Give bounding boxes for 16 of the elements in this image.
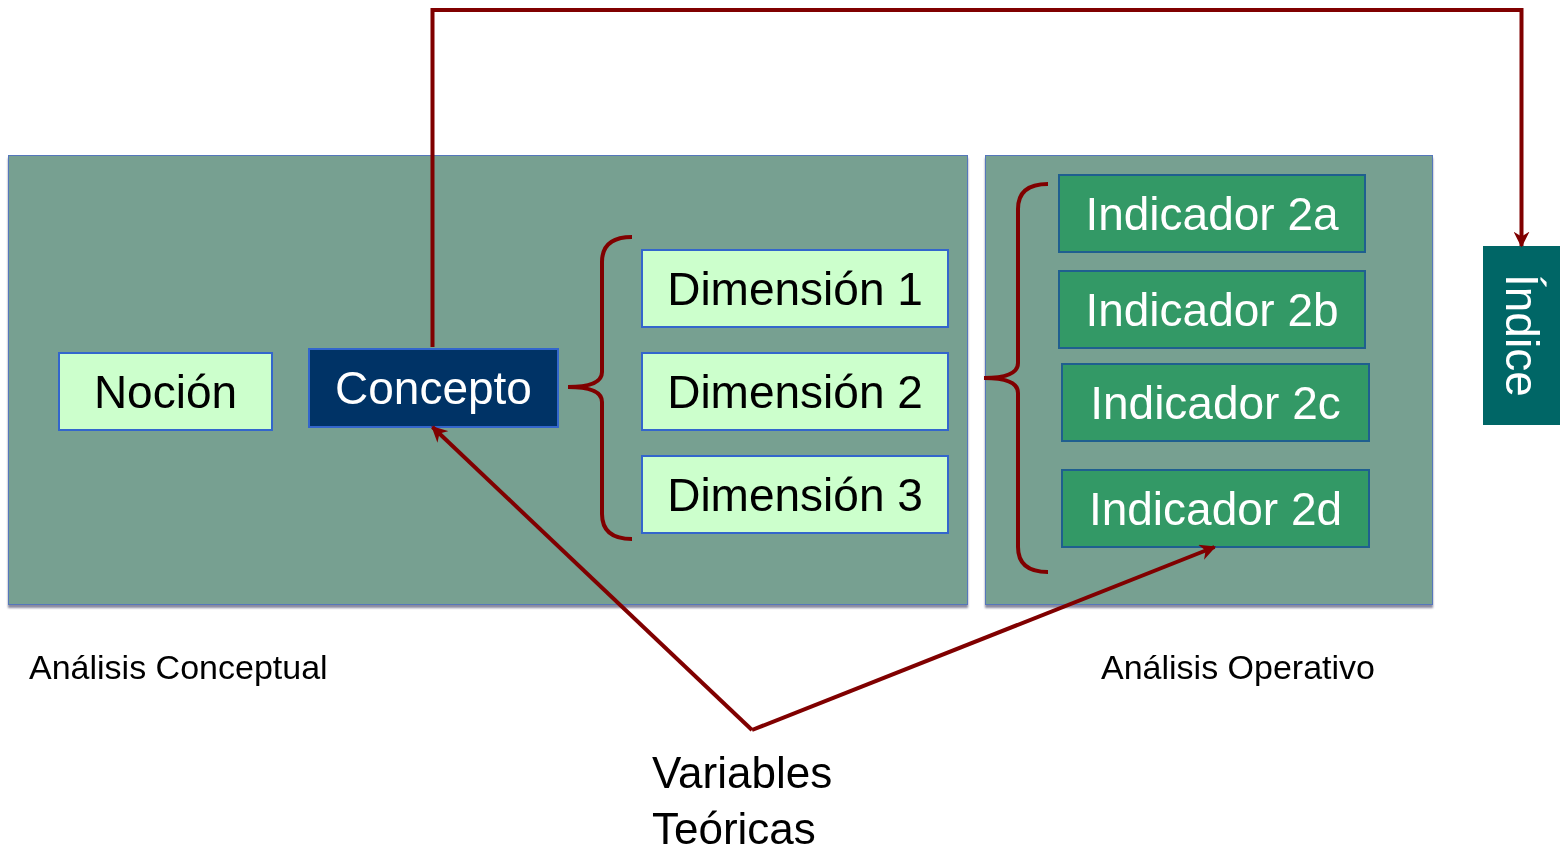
term-box: Noción (58, 352, 273, 431)
dimension-box: Dimensión 3 (641, 455, 949, 534)
indicator-box: Indicador 2d (1061, 469, 1370, 548)
panel-heading: Análisis Conceptual (29, 648, 328, 687)
indicator-box: Indicador 2a (1058, 174, 1366, 253)
text-label: Variables Teóricas (652, 745, 882, 850)
index-box: Índice (1483, 246, 1560, 425)
indicator-box: Indicador 2b (1058, 270, 1366, 349)
indicator-box: Indicador 2c (1061, 363, 1370, 442)
concept-box: Concepto (308, 348, 559, 428)
arrow (751, 544, 1216, 732)
dimension-box: Dimensión 1 (641, 249, 949, 328)
arrow (431, 425, 754, 732)
dimension-box: Dimensión 2 (641, 352, 949, 431)
panel-heading: Análisis Operativo (1101, 648, 1375, 687)
arrow (430, 8, 1530, 347)
